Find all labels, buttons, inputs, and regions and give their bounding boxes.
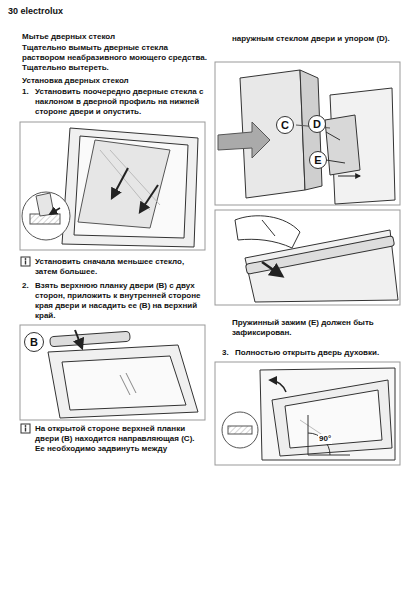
callout-text: D bbox=[313, 118, 321, 130]
illustration-polygon bbox=[285, 390, 382, 448]
body-text: наружным стеклом двери и упором (D). bbox=[232, 34, 400, 44]
illustration-line bbox=[308, 415, 309, 455]
illustration-rect bbox=[20, 325, 205, 420]
step-number: 1. bbox=[22, 87, 34, 97]
illustration-polygon bbox=[48, 345, 198, 418]
figure-glass-insert bbox=[20, 122, 205, 250]
callout-letter: C bbox=[276, 116, 294, 134]
illustration-line bbox=[326, 160, 345, 163]
section-heading: Мытье дверных стекол bbox=[22, 32, 207, 42]
illustration-rect bbox=[21, 257, 30, 266]
illustration-line bbox=[25, 428, 26, 432]
illustration-line bbox=[262, 220, 275, 236]
illustration-path bbox=[50, 208, 60, 214]
illustration-line bbox=[100, 150, 150, 210]
callout-text: C bbox=[281, 119, 289, 131]
illustration-line bbox=[110, 150, 160, 205]
illustration-circle bbox=[222, 412, 258, 448]
illustration-polygon bbox=[272, 380, 392, 456]
figure-top-bar bbox=[20, 325, 205, 420]
illustration-path bbox=[338, 176, 360, 177]
body-text: На открытой стороне верхней планки двери… bbox=[35, 424, 205, 454]
illustration-line bbox=[326, 132, 340, 140]
step-number: 3. bbox=[222, 348, 234, 358]
callout-letter: E bbox=[309, 151, 327, 169]
illustration-circle bbox=[22, 192, 70, 240]
illustration-rect bbox=[215, 62, 400, 205]
illustration-polygon bbox=[62, 128, 198, 247]
illustration-line bbox=[308, 455, 350, 456]
illustration-rect bbox=[245, 236, 394, 274]
body-text: Установить поочередно дверные стекла с н… bbox=[35, 87, 205, 117]
callout-text: B bbox=[30, 336, 38, 348]
callout-letter: D bbox=[308, 115, 326, 133]
illustration-circle bbox=[25, 425, 26, 426]
figure-guide-clip bbox=[215, 62, 400, 205]
angle-label: 90° bbox=[318, 434, 332, 444]
illustration-rect bbox=[50, 331, 131, 347]
body-text: Тщательно вымыть дверные стекла растворо… bbox=[22, 43, 207, 73]
illustration-path bbox=[140, 185, 158, 212]
illustration-rect bbox=[20, 122, 205, 250]
illustration-rect bbox=[215, 210, 400, 305]
illustration-path bbox=[218, 122, 270, 158]
page-header: 30 electrolux bbox=[8, 6, 158, 16]
body-text: Взять верхнюю планку двери (B) с двух ст… bbox=[35, 281, 205, 321]
illustration-polygon bbox=[325, 115, 360, 175]
illustration-rect bbox=[228, 426, 252, 434]
illustration-path bbox=[75, 330, 82, 348]
illustration-path bbox=[270, 380, 286, 392]
illustration-rect bbox=[21, 424, 30, 433]
figure-open-door bbox=[215, 362, 400, 465]
callout-text: E bbox=[314, 154, 321, 166]
callout-letter: B bbox=[24, 332, 44, 352]
body-text: Полностью открыть дверь духовки. bbox=[235, 348, 400, 358]
illustration-line bbox=[25, 261, 26, 265]
illustration-polygon bbox=[62, 356, 186, 410]
illustration-circle bbox=[25, 258, 26, 259]
figure-press-bar bbox=[215, 210, 400, 305]
section-heading: Установка дверных стекол bbox=[22, 76, 207, 86]
illustration-rect bbox=[215, 362, 400, 465]
illustration-path bbox=[262, 262, 282, 276]
illustration-polygon bbox=[78, 140, 170, 228]
illustration-polygon bbox=[74, 136, 188, 238]
body-text: Пружинный зажим (E) должен быть зафиксир… bbox=[232, 318, 400, 338]
illustration-path bbox=[235, 216, 300, 248]
illustration-line bbox=[126, 373, 136, 393]
illustration-path bbox=[112, 168, 128, 198]
step-number: 2. bbox=[22, 281, 34, 291]
body-text: Установить сначала меньшее стекло, затем… bbox=[35, 257, 205, 277]
illustration-polygon bbox=[260, 368, 395, 460]
